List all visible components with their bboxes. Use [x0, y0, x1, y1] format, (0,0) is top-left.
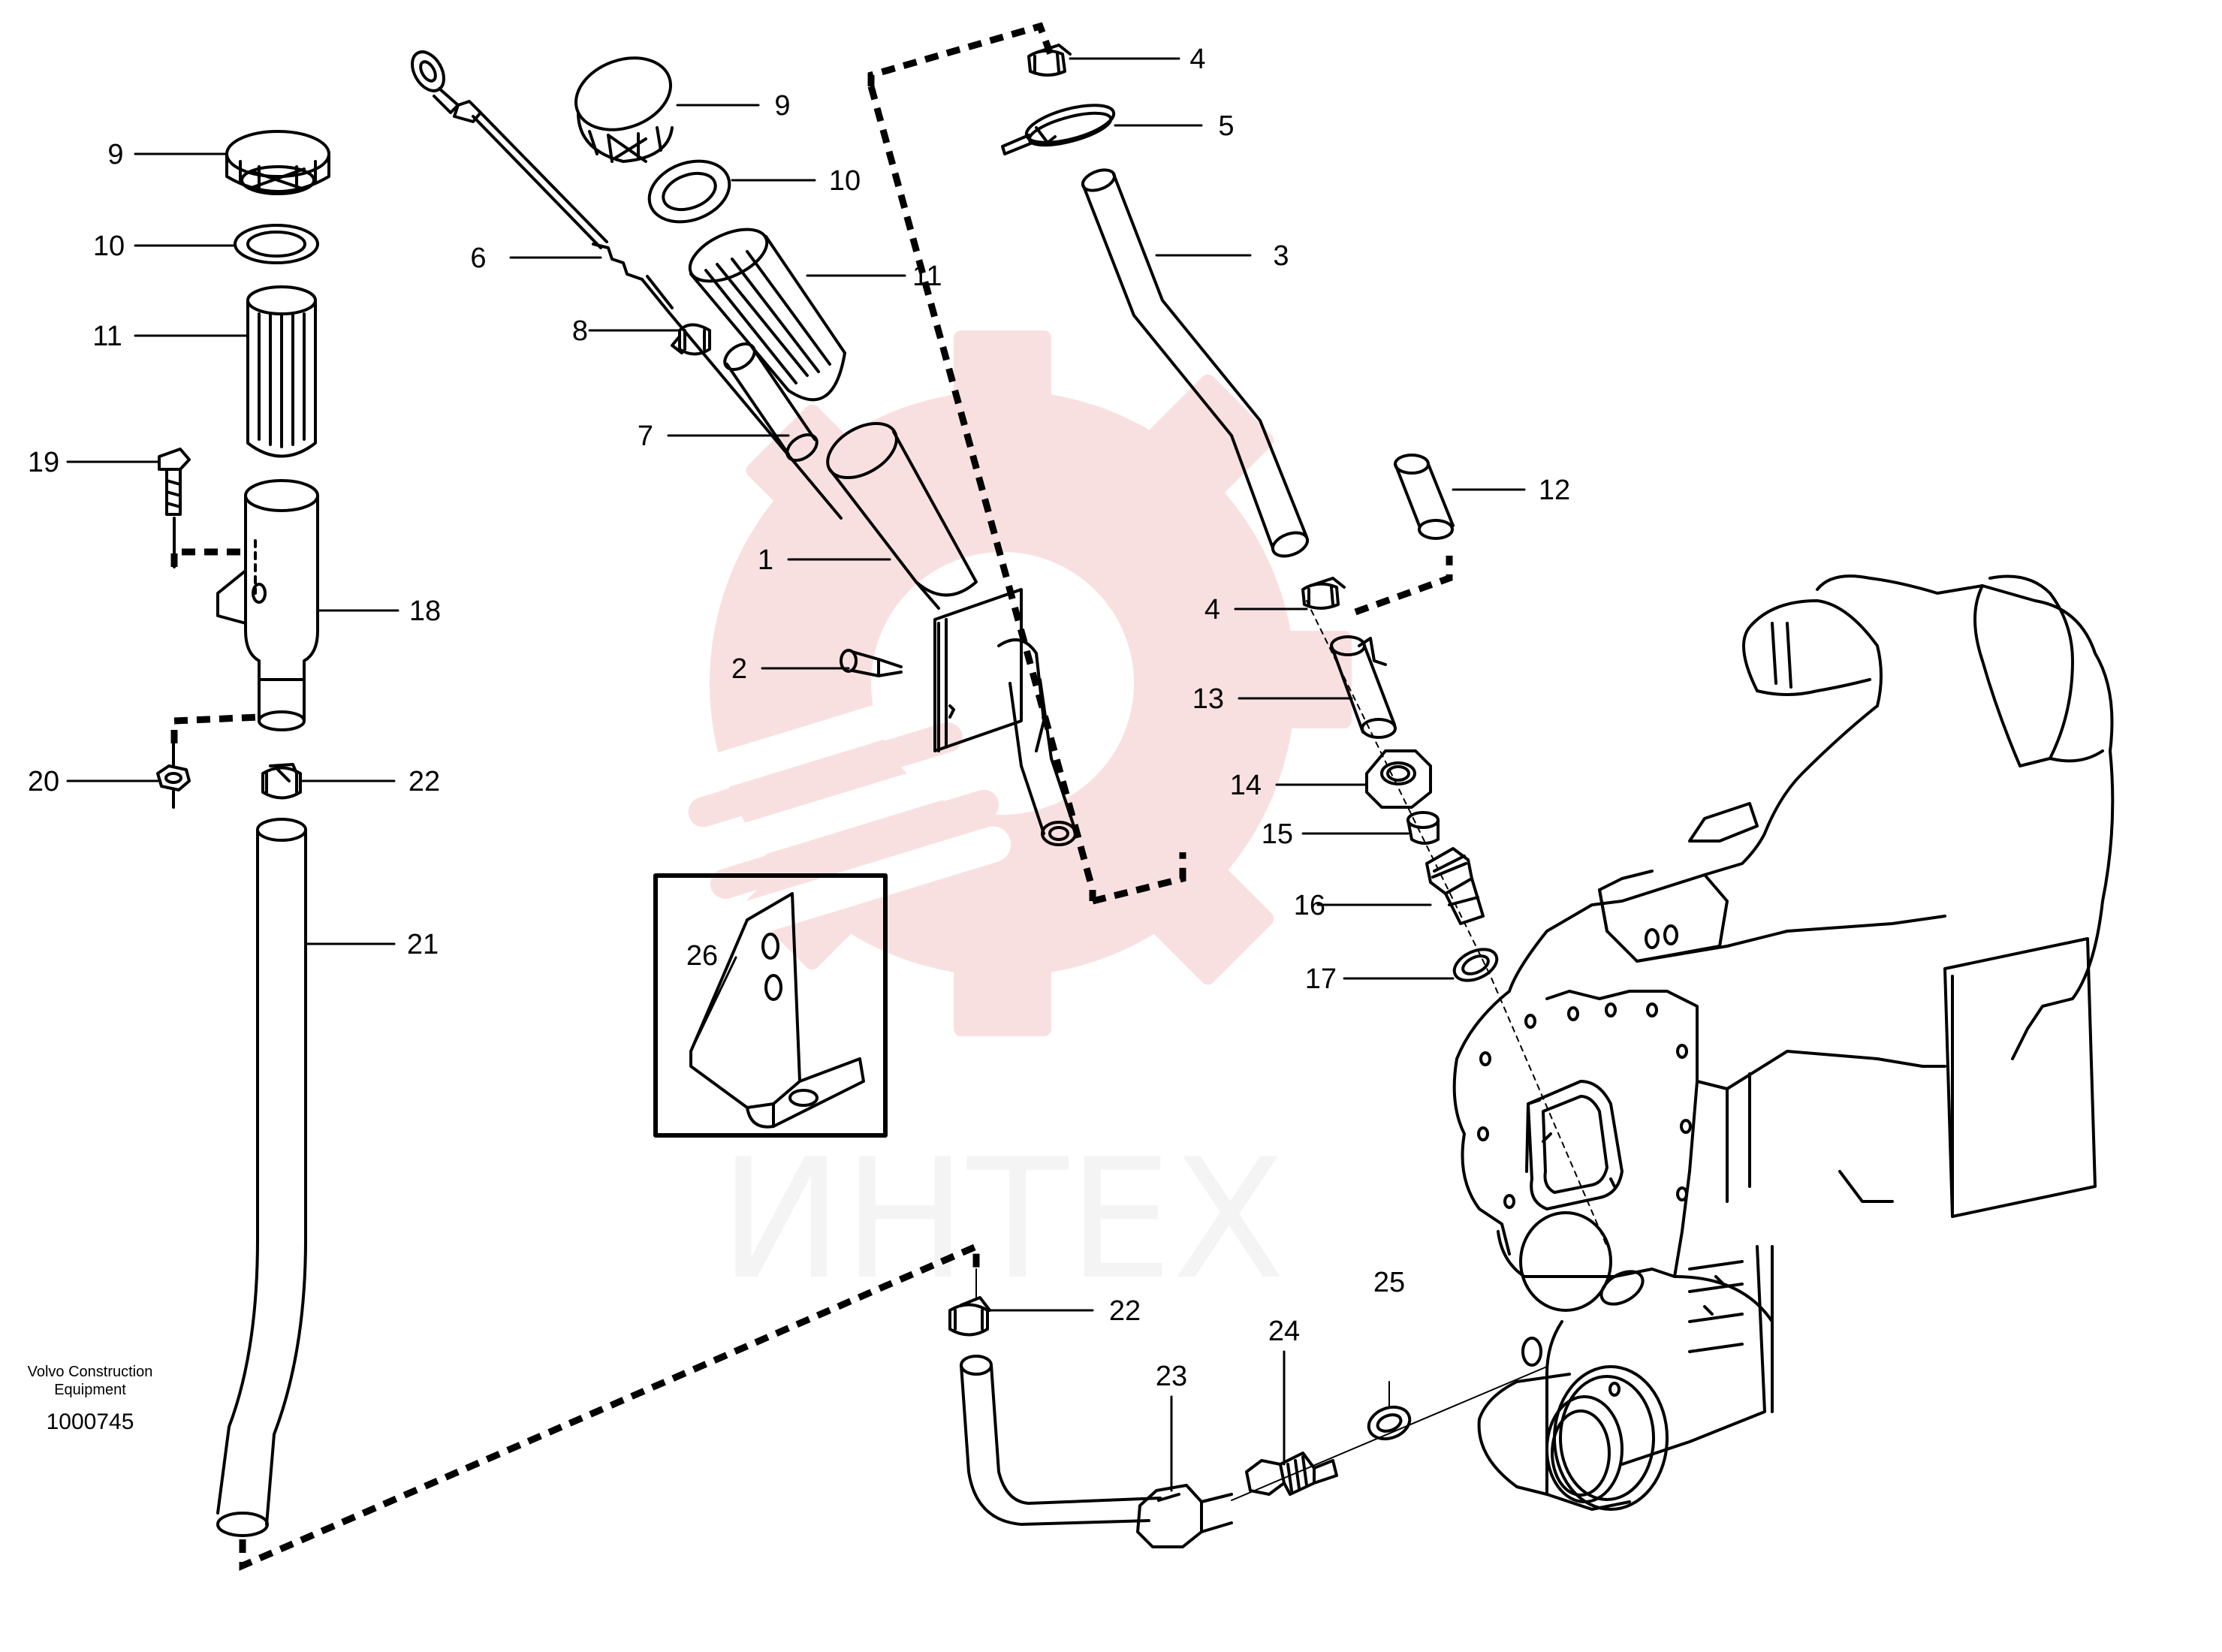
washer-17 — [1452, 948, 1499, 982]
callout-24: 24 — [1268, 1316, 1300, 1347]
left-nut-20 — [156, 742, 191, 809]
center-ring-10 — [647, 159, 731, 224]
callout-9-left: 9 — [107, 139, 123, 170]
hose-12 — [1394, 454, 1455, 540]
callout-2: 2 — [731, 653, 747, 685]
drawing-number: 1000745 — [47, 1409, 134, 1434]
callout-9-center: 9 — [774, 90, 790, 122]
callout-15: 15 — [1262, 818, 1293, 850]
line-art — [66, 44, 2115, 1548]
callout-13: 13 — [1192, 683, 1224, 715]
hose-13 — [1330, 635, 1397, 739]
clamp-8 — [671, 323, 711, 356]
callout-8: 8 — [572, 315, 588, 347]
inset-box — [653, 873, 888, 1138]
left-hose-21 — [216, 818, 307, 1537]
dashed-connectors — [170, 22, 1453, 1571]
callout-19: 19 — [28, 447, 59, 478]
callout-6: 6 — [470, 243, 486, 274]
callout-25: 25 — [1373, 1267, 1405, 1298]
callout-4-top: 4 — [1189, 44, 1205, 75]
drain-hose-23 — [960, 1355, 1233, 1548]
nipple-16 — [1425, 847, 1485, 925]
left-cap-9 — [225, 130, 330, 195]
callout-11-left: 11 — [92, 321, 122, 352]
screw-2 — [840, 649, 903, 677]
callout-3: 3 — [1273, 240, 1289, 272]
callout-26: 26 — [686, 940, 718, 972]
callout-23: 23 — [1156, 1361, 1187, 1392]
callout-21: 21 — [407, 929, 439, 960]
callout-14: 14 — [1230, 770, 1262, 801]
credit-block: Volvo Construction Equipment 1000745 — [28, 1364, 153, 1434]
center-cap-9 — [574, 56, 674, 163]
dipstick-6 — [411, 50, 843, 520]
callout-18: 18 — [409, 595, 441, 627]
credit-line-2: Equipment — [54, 1382, 126, 1398]
watermark-text: ИНТЕХ — [719, 1123, 1286, 1316]
callout-7: 7 — [638, 421, 653, 452]
callout-20: 20 — [28, 766, 59, 797]
callout-16: 16 — [1294, 890, 1325, 921]
credit-line-1: Volvo Construction — [28, 1364, 153, 1380]
callout-22-left: 22 — [409, 766, 440, 797]
hose-7 — [723, 342, 819, 463]
left-ring-10 — [234, 224, 319, 264]
leader-lines — [66, 57, 1526, 1492]
transmission-housing — [1452, 574, 2115, 1511]
left-clamp-22 — [261, 763, 302, 800]
left-filter-11 — [246, 285, 317, 458]
callout-labels: 9 10 11 19 18 20 22 21 6 8 7 1 2 9 10 11… — [28, 44, 1570, 1392]
callout-10-left: 10 — [93, 231, 125, 262]
ferrule-15 — [1406, 811, 1440, 845]
strap-5 — [1001, 104, 1116, 155]
callout-10-center: 10 — [829, 165, 861, 197]
hose-3 — [1081, 168, 1310, 558]
callout-5: 5 — [1218, 110, 1234, 142]
washer-25 — [1367, 1405, 1412, 1441]
fitting-24 — [1245, 1452, 1338, 1496]
callout-4-lower: 4 — [1204, 594, 1220, 626]
clamp-4-top — [1027, 44, 1072, 77]
callout-12: 12 — [1539, 475, 1570, 506]
callout-22-bottom: 22 — [1109, 1295, 1141, 1327]
callout-17: 17 — [1305, 963, 1337, 995]
bracket-26 — [689, 892, 865, 1129]
clamp-4-lower — [1301, 577, 1346, 610]
drain-axis — [1231, 1366, 1548, 1501]
callout-1: 1 — [758, 544, 773, 576]
clamp-22-bottom — [948, 1296, 991, 1337]
center-filter-11 — [688, 228, 846, 402]
callout-11-center: 11 — [912, 261, 942, 292]
assembly-axis — [1306, 600, 1608, 1247]
nut-14 — [1365, 749, 1432, 809]
watermark-logo: ИНТЕХ — [649, 330, 1352, 1316]
left-filler-tube-18 — [216, 479, 319, 731]
